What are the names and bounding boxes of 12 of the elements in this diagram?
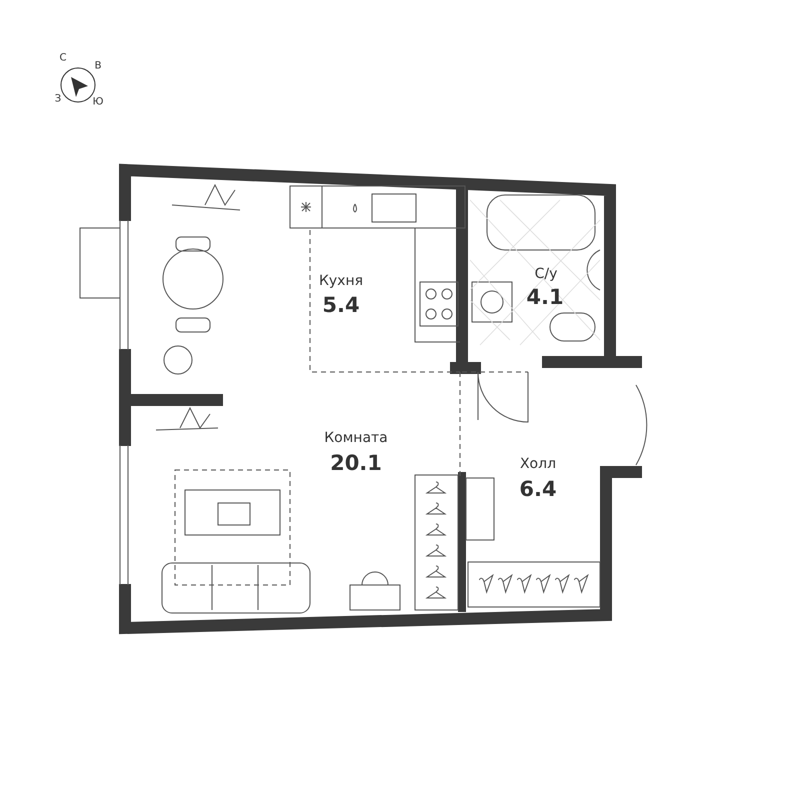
compass-letter: Ю [92, 96, 104, 108]
compass-letter: З [54, 94, 62, 104]
room-area: 6.4 [519, 477, 557, 501]
room-area: 4.1 [526, 285, 564, 309]
room-name: Комната [324, 430, 388, 446]
room-area: 20.1 [330, 451, 382, 475]
room-name: Холл [520, 456, 556, 472]
room-name: Кухня [318, 273, 364, 289]
compass-letter: С [60, 52, 66, 64]
room-area: 5.4 [322, 293, 360, 317]
compass-letter: В [94, 60, 102, 72]
room-name: С/у [534, 266, 558, 282]
